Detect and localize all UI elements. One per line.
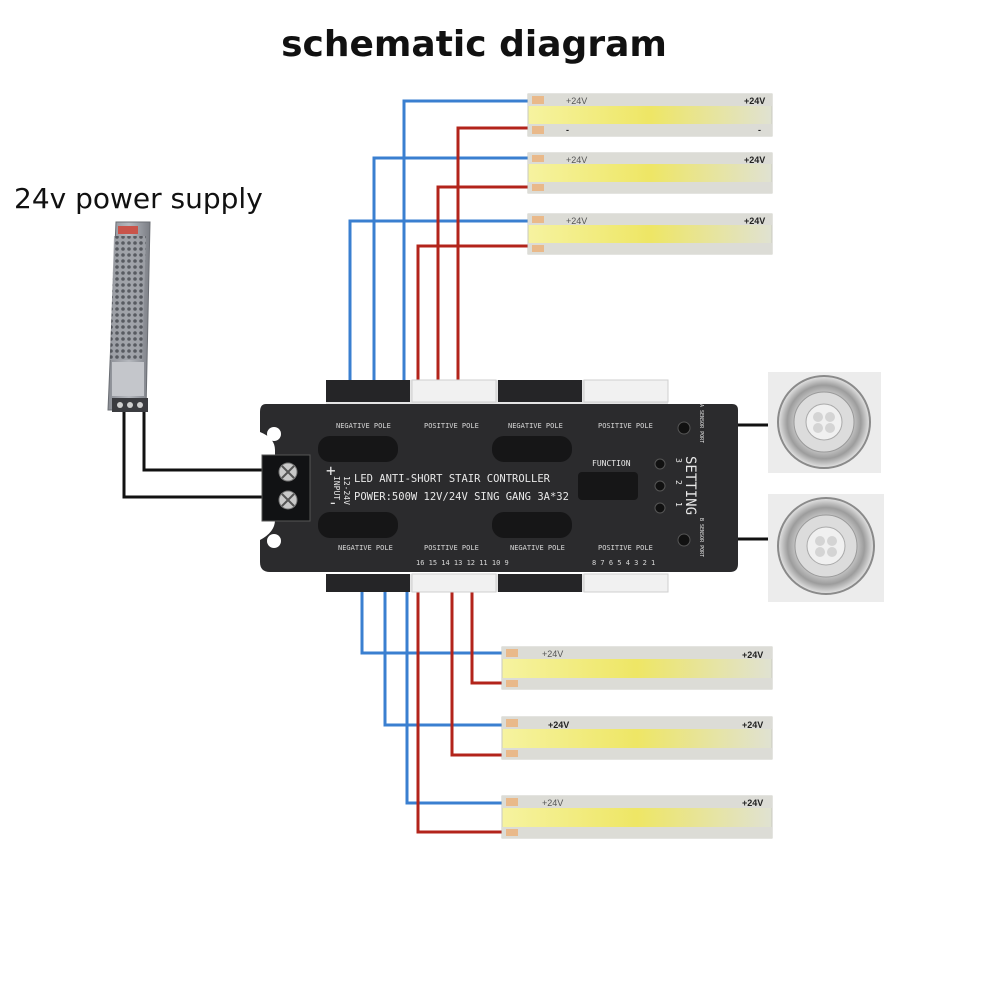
motion-sensor-a [768, 372, 881, 473]
bottom-channel-numbers-a: 16 15 14 13 12 11 10 9 [416, 559, 509, 567]
top-pole-label-1: NEGATIVE POLE [336, 422, 391, 430]
strip-bottom-3-label-right: +24V [742, 798, 763, 808]
psu-wire-negative [122, 412, 290, 499]
strip-top-1-minus-right: - [758, 125, 761, 135]
strip-top-3-label-left: +24V [566, 216, 587, 226]
bottom-wiring [360, 580, 508, 834]
strip-top-1-minus: - [566, 125, 569, 135]
top-pole-label-2: POSITIVE POLE [424, 422, 479, 430]
top-pole-label-4: POSITIVE POLE [598, 422, 653, 430]
strip-bottom-2-label-left: +24V [548, 720, 569, 730]
input-plus-sign: + [326, 461, 336, 480]
strip-bottom-1-label-right: +24V [742, 650, 763, 660]
psu-wire-positive [142, 412, 290, 472]
sensor-port-b-label: B SENSOR PORT [698, 518, 704, 557]
input-voltage-label: 12-24V [342, 476, 351, 505]
stair-controller [260, 379, 738, 593]
strip-top-2-label-right: +24V [744, 155, 765, 165]
function-number-3: 3 [674, 458, 683, 463]
controller-spec: POWER:500W 12V/24V SING GANG 3A*32 [354, 491, 569, 503]
bottom-pole-label-2: POSITIVE POLE [424, 544, 479, 552]
function-label: FUNCTION [592, 459, 631, 468]
led-strip-top-1 [527, 93, 773, 137]
setting-label: SETTING [682, 456, 698, 515]
power-supply-unit [107, 221, 151, 412]
bottom-channel-numbers-b: 8 7 6 5 4 3 2 1 [592, 559, 655, 567]
sensor-port-a-label: A SENSOR PORT [698, 404, 704, 443]
bottom-pole-label-1: NEGATIVE POLE [338, 544, 393, 552]
bottom-pole-label-4: POSITIVE POLE [598, 544, 653, 552]
controller-title: LED ANTI-SHORT STAIR CONTROLLER [354, 473, 551, 485]
led-strip-bottom-1 [501, 646, 773, 690]
bottom-pole-label-3: NEGATIVE POLE [510, 544, 565, 552]
strip-top-1-label-right: +24V [744, 96, 765, 106]
strip-top-3-label-right: +24V [744, 216, 765, 226]
strip-bottom-2-label-right: +24V [742, 720, 763, 730]
motion-sensor-b [768, 494, 884, 602]
input-minus-sign: - [328, 493, 338, 512]
diagram-title: schematic diagram [281, 24, 667, 65]
led-strip-top-3 [527, 213, 773, 255]
strip-bottom-3-label-left: +24V [542, 798, 563, 808]
function-number-1: 1 [674, 502, 683, 507]
top-pole-label-3: NEGATIVE POLE [508, 422, 563, 430]
strip-top-2-label-left: +24V [566, 155, 587, 165]
strip-bottom-1-label-left: +24V [542, 649, 563, 659]
power-supply-label: 24v power supply [14, 182, 263, 215]
led-strip-bottom-3 [501, 795, 773, 839]
led-strip-top-2 [527, 152, 773, 194]
top-wiring [348, 99, 532, 392]
led-strip-bottom-2 [501, 716, 773, 760]
input-label: INPUT [332, 476, 341, 500]
strip-top-1-label-left: +24V [566, 96, 587, 106]
function-number-2: 2 [674, 480, 683, 485]
